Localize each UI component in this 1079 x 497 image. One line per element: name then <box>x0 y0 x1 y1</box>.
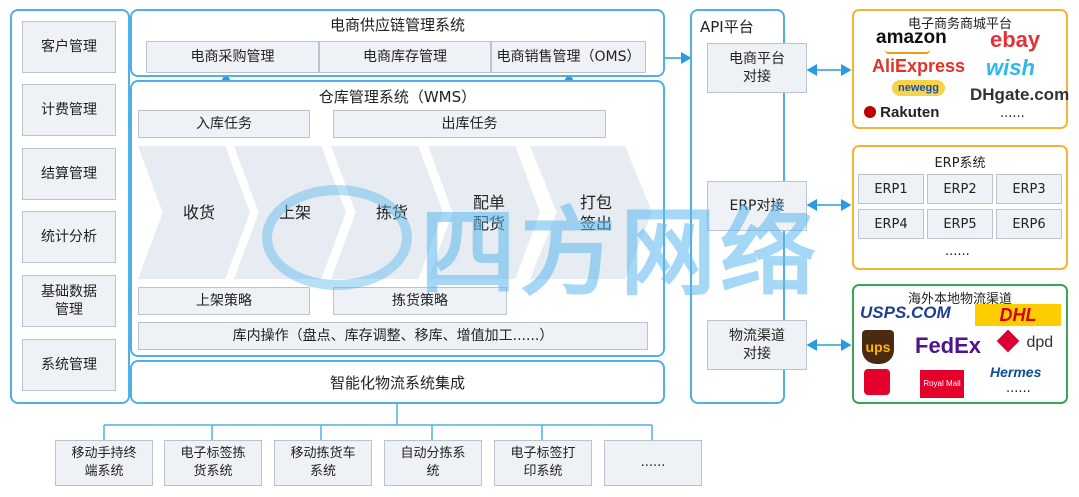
putaway-strategy[interactable]: 上架策略 <box>138 287 310 315</box>
fedex-logo: FedEx <box>915 333 982 358</box>
erp-item[interactable]: ERP6 <box>996 209 1062 239</box>
erp-item[interactable]: ERP3 <box>996 174 1062 204</box>
marketplace-panel <box>852 9 1068 129</box>
ecom-platform-dock[interactable]: 电商平台 对接 <box>707 43 807 93</box>
ecom-panel-title: 电商供应链管理系统 <box>329 16 465 34</box>
wish-logo: wish <box>986 55 1035 80</box>
left-menu-panel <box>10 9 130 404</box>
erp-more: ...... <box>945 244 970 259</box>
newegg-logo: newegg <box>892 80 945 96</box>
watermark-ring-icon <box>262 185 412 290</box>
integration-panel <box>130 360 665 404</box>
erp-dock[interactable]: ERP对接 <box>707 181 807 231</box>
bottom-system-handheld[interactable]: 移动手持终 端系统 <box>55 440 153 486</box>
menu-settlement[interactable]: 结算管理 <box>22 148 116 200</box>
erp-item[interactable]: ERP5 <box>927 209 993 239</box>
bottom-system-label-print[interactable]: 电子标签打 印系统 <box>494 440 592 486</box>
usps-logo: USPS.COM <box>860 303 951 322</box>
watermark: 四方网络 <box>420 197 820 309</box>
ecom-sales-module[interactable]: 电商销售管理（OMS） <box>491 41 646 73</box>
dpd-logo: dpd <box>996 329 1053 353</box>
menu-system[interactable]: 系统管理 <box>22 339 116 391</box>
australia-post-icon <box>864 369 890 395</box>
wms-title: 仓库管理系统（WMS） <box>318 88 477 106</box>
amazon-logo: amazon <box>876 27 947 48</box>
menu-billing[interactable]: 计费管理 <box>22 84 116 136</box>
bottom-system-picking-cart[interactable]: 移动拣货车 系统 <box>274 440 372 486</box>
marketplace-more: ...... <box>1000 106 1025 121</box>
ups-logo: ups <box>862 330 894 364</box>
ecom-purchase-module[interactable]: 电商采购管理 <box>146 41 319 73</box>
amazon-smile-icon <box>885 50 930 54</box>
menu-customer[interactable]: 客户管理 <box>22 21 116 73</box>
rakuten-logo: Rakuten <box>864 104 939 121</box>
erp-panel <box>852 145 1068 270</box>
ecom-inventory-module[interactable]: 电商库存管理 <box>319 41 491 73</box>
hermes-logo: Hermes <box>990 364 1042 380</box>
marketplace-title: 电子商务商城平台 <box>907 17 1012 32</box>
dpd-cube-icon <box>996 329 1020 353</box>
logistics-panel <box>852 284 1068 404</box>
royal-mail-logo: Royal Mail <box>920 370 964 398</box>
picking-strategy[interactable]: 拣货策略 <box>333 287 507 315</box>
api-title: API平台 <box>700 18 754 36</box>
logistics-more: ...... <box>1006 381 1031 396</box>
outbound-task[interactable]: 出库任务 <box>333 110 606 138</box>
rakuten-icon <box>864 106 876 118</box>
aliexpress-logo: AliExpress <box>872 56 966 76</box>
inner-operations[interactable]: 库内操作（盘点、库存调整、移库、增值加工......） <box>138 322 648 350</box>
dhl-logo: DHL <box>975 304 1061 326</box>
inbound-task[interactable]: 入库任务 <box>138 110 310 138</box>
logistics-dock[interactable]: 物流渠道 对接 <box>707 320 807 370</box>
bottom-system-more[interactable]: ...... <box>604 440 702 486</box>
menu-base-data[interactable]: 基础数据 管理 <box>22 275 116 327</box>
erp-item[interactable]: ERP2 <box>927 174 993 204</box>
logistics-title: 海外本地物流渠道 <box>907 292 1012 307</box>
erp-item[interactable]: ERP4 <box>858 209 924 239</box>
ebay-logo: ebay <box>990 27 1041 52</box>
erp-item[interactable]: ERP1 <box>858 174 924 204</box>
erp-title: ERP系统 <box>934 156 986 171</box>
dhgate-logo: DHgate.com <box>970 85 1070 104</box>
bottom-system-ptl-picking[interactable]: 电子标签拣 货系统 <box>164 440 262 486</box>
integration-title: 智能化物流系统集成 <box>329 374 465 392</box>
bottom-system-sorting[interactable]: 自动分拣系 统 <box>384 440 482 486</box>
menu-statistics[interactable]: 统计分析 <box>22 211 116 263</box>
